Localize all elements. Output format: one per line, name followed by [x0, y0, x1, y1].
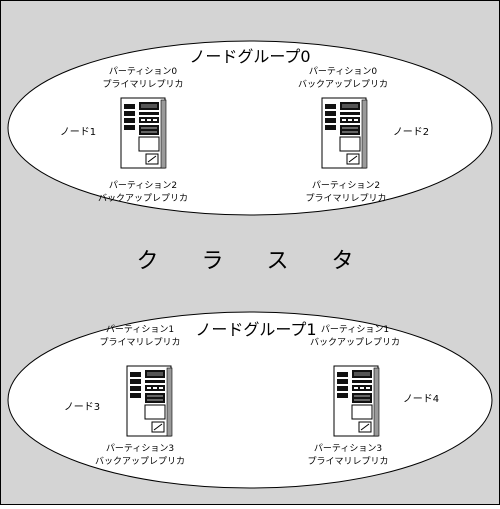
node-2-label: ノード2 — [393, 127, 429, 138]
node-3-top-partition: パーティション1 — [106, 324, 174, 335]
node-group-1-title: ノードグループ1 — [195, 320, 316, 339]
node-4-bottom-role: プライマリレプリカ — [307, 456, 388, 467]
node-1-top-role: プライマリレプリカ — [102, 79, 183, 90]
node-group-0-ellipse — [7, 40, 493, 216]
node-3-label: ノード3 — [64, 402, 100, 413]
node-3-server-icon — [126, 365, 173, 437]
node-4-label: ノード4 — [403, 394, 439, 405]
node-2-bottom-partition: パーティション2 — [312, 180, 380, 191]
node-2-top-role: バックアップレプリカ — [298, 79, 388, 90]
node-3-top-role: プライマリレプリカ — [99, 337, 180, 348]
node-3-bottom-role: バックアップレプリカ — [95, 456, 185, 467]
node-4-top-partition: パーティション1 — [321, 324, 389, 335]
node-1-bottom-partition: パーティション2 — [109, 180, 177, 191]
node-4-top-role: バックアップレプリカ — [310, 337, 400, 348]
node-1-top-partition: パーティション0 — [109, 66, 177, 77]
node-group-0-title: ノードグループ0 — [189, 47, 310, 66]
node-group-1-ellipse — [7, 311, 493, 489]
node-1-bottom-role: バックアップレプリカ — [98, 193, 188, 204]
node-4-server-icon — [333, 365, 380, 437]
node-2-server-icon — [321, 97, 368, 169]
node-4-bottom-partition: パーティション3 — [314, 443, 382, 454]
node-2-bottom-role: プライマリレプリカ — [305, 193, 386, 204]
node-3-bottom-partition: パーティション3 — [106, 443, 174, 454]
node-2-top-partition: パーティション0 — [309, 66, 377, 77]
node-1-label: ノード1 — [60, 127, 96, 138]
cluster-label: ク ラ ス タ — [137, 249, 372, 274]
node-1-server-icon — [120, 97, 167, 169]
